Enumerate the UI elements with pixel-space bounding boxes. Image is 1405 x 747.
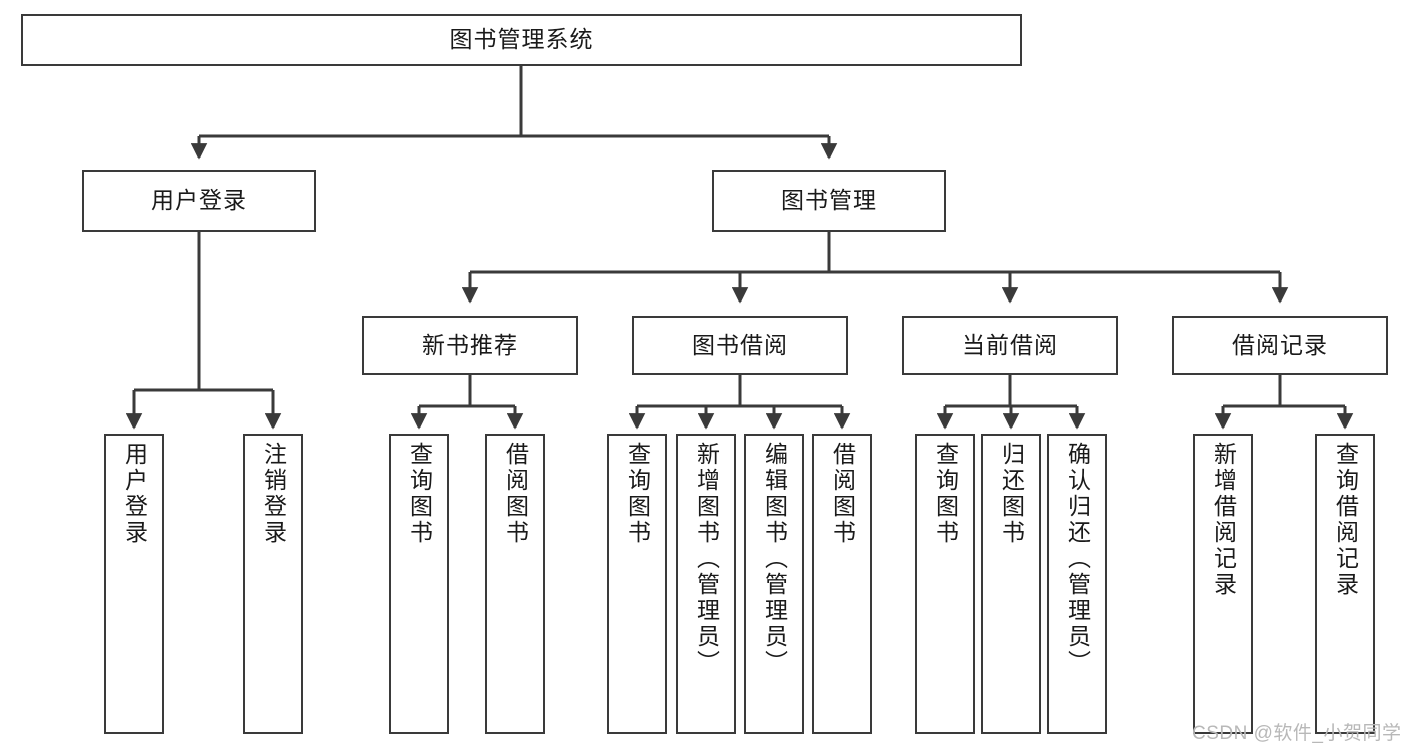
leaf-borrow-query-book-label: 查询图书: [624, 442, 651, 546]
node-book-borrow[interactable]: 图书借阅: [632, 316, 848, 375]
csdn-watermark: CSDN @软件_小贺同学: [1192, 723, 1402, 744]
node-current-borrow[interactable]: 当前借阅: [902, 316, 1118, 375]
leaf-record-add-label: 新增借阅记录: [1210, 442, 1237, 598]
node-current-borrow-label: 当前借阅: [962, 331, 1058, 358]
leaf-current-query-book-label: 查询图书: [932, 442, 959, 546]
node-borrow-record[interactable]: 借阅记录: [1172, 316, 1388, 375]
leaf-borrow-edit-book[interactable]: 编辑图书（管理员）: [744, 434, 804, 734]
leaf-user-logout-label: 注销登录: [260, 442, 287, 546]
leaf-recommend-query-book[interactable]: 查询图书: [389, 434, 449, 734]
leaf-current-query-book[interactable]: 查询图书: [915, 434, 975, 734]
leaf-current-return-book[interactable]: 归还图书: [981, 434, 1041, 734]
leaf-recommend-borrow-book[interactable]: 借阅图书: [485, 434, 545, 734]
leaf-borrow-query-book[interactable]: 查询图书: [607, 434, 667, 734]
node-book-borrow-label: 图书借阅: [692, 331, 788, 358]
leaf-user-login[interactable]: 用户登录: [104, 434, 164, 734]
leaf-current-return-book-label: 归还图书: [998, 442, 1025, 546]
node-root-label: 图书管理系统: [449, 26, 594, 53]
leaf-record-add[interactable]: 新增借阅记录: [1193, 434, 1253, 734]
node-root[interactable]: 图书管理系统: [21, 14, 1022, 66]
leaf-record-query-label: 查询借阅记录: [1332, 442, 1359, 598]
node-user-login-label: 用户登录: [151, 187, 247, 214]
node-user-login[interactable]: 用户登录: [82, 170, 316, 232]
leaf-borrow-edit-book-label: 编辑图书（管理员）: [761, 442, 788, 676]
leaf-user-login-label: 用户登录: [121, 442, 148, 546]
leaf-borrow-borrow-book[interactable]: 借阅图书: [812, 434, 872, 734]
leaf-recommend-query-book-label: 查询图书: [406, 442, 433, 546]
node-book-manage-label: 图书管理: [781, 187, 877, 214]
leaf-record-query[interactable]: 查询借阅记录: [1315, 434, 1375, 734]
node-new-book-recommend[interactable]: 新书推荐: [362, 316, 578, 375]
leaf-recommend-borrow-book-label: 借阅图书: [502, 442, 529, 546]
node-new-book-recommend-label: 新书推荐: [422, 331, 518, 358]
leaf-borrow-add-book[interactable]: 新增图书（管理员）: [676, 434, 736, 734]
leaf-current-confirm-return-label: 确认归还（管理员）: [1064, 442, 1091, 676]
leaf-user-logout[interactable]: 注销登录: [243, 434, 303, 734]
node-book-manage[interactable]: 图书管理: [712, 170, 946, 232]
node-borrow-record-label: 借阅记录: [1232, 331, 1328, 358]
leaf-current-confirm-return[interactable]: 确认归还（管理员）: [1047, 434, 1107, 734]
leaf-borrow-borrow-book-label: 借阅图书: [829, 442, 856, 546]
leaf-borrow-add-book-label: 新增图书（管理员）: [693, 442, 720, 676]
